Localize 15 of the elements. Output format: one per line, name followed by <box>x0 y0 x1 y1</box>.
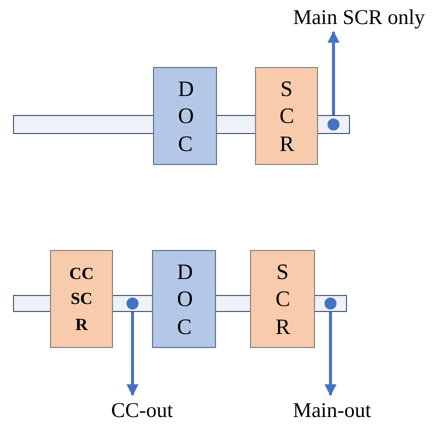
outlet-label: Main SCR only <box>276 2 442 32</box>
pipe-segment <box>13 115 154 134</box>
pipe-segment <box>13 295 51 312</box>
pipe-segment <box>216 115 256 134</box>
outlet-label: Main-out <box>280 395 384 425</box>
pipe-segment <box>215 295 251 312</box>
catalyst-block: DOC <box>153 67 217 165</box>
arrow <box>126 312 138 396</box>
catalyst-block: SCR <box>250 250 315 348</box>
arrow <box>324 312 336 396</box>
arrow <box>328 30 340 115</box>
catalyst-block: CC SCR <box>50 250 113 348</box>
catalyst-block: DOC <box>152 250 216 348</box>
catalyst-block: SCR <box>255 67 318 165</box>
outlet-label: CC-out <box>96 395 188 425</box>
